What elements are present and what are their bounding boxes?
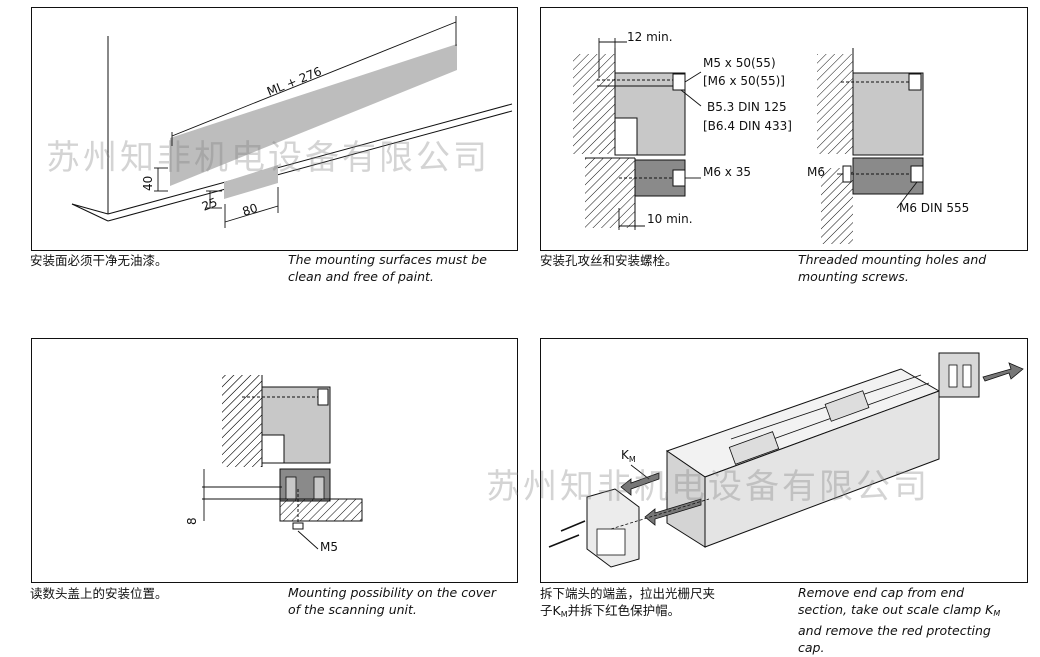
caption-p3-en: Mounting possibility on the cover of the… (288, 585, 496, 617)
washer-label-2: [B6.4 DIN 433] (703, 119, 792, 133)
screw-mid-label: M6 x 35 (703, 165, 751, 179)
watermark-top: 苏州知非机电设备有限公司 (46, 138, 490, 178)
dim-40-label: 40 (141, 176, 155, 191)
caption-p1-cn: 安装面必须干净无油漆。 (30, 253, 168, 268)
mounting-surface-diagram: ML + 276 40 25 80 (71, 16, 513, 228)
caption-p4-en: Remove end cap from end section, take ou… (798, 584, 1000, 656)
figure-remove-end-cap: KM (540, 338, 1028, 583)
km-label: KM (621, 448, 636, 464)
dim-12min-label: 12 min. (627, 30, 673, 44)
dim-80-label: 80 (241, 201, 260, 219)
caption-p4-en-line4: cap. (798, 640, 825, 655)
figure-cover-mounting: 8 M5 (31, 338, 518, 583)
nut-label: M6 DIN 555 (899, 201, 969, 215)
dim-10min-label: 10 min. (647, 212, 693, 226)
caption-p4-en-line1: Remove end cap from end (798, 585, 965, 600)
caption-p4-cn: 拆下端头的端盖，拉出光栅尺夹 子KM并拆下红色保护帽。 (540, 585, 715, 623)
caption-p4-cn-line1: 拆下端头的端盖，拉出光栅尺夹 (540, 586, 716, 601)
figure-threaded-holes: 12 min. 10 min. M5 x 50(55) [M6 x 50(55)… (540, 7, 1028, 251)
screw-top-label-1: M5 x 50(55) (703, 56, 776, 70)
m5-label: M5 (320, 540, 338, 554)
caption-p4-en-line3: and remove the red protecting (798, 623, 991, 638)
m6-label: M6 (807, 165, 825, 179)
caption-p2-cn: 安装孔攻丝和安装螺栓。 (540, 253, 678, 268)
caption-p2-en: Threaded mounting holes and mounting scr… (798, 252, 987, 284)
threaded-holes-diagram: 12 min. 10 min. M5 x 50(55) [M6 x 50(55)… (573, 30, 969, 244)
caption-p1-en: The mounting surfaces must be clean and … (288, 252, 487, 284)
dim-8-label: 8 (185, 517, 199, 525)
figure-mounting-surface: ML + 276 40 25 80 (31, 7, 518, 251)
screw-top-label-2: [M6 x 50(55)] (703, 74, 785, 88)
end-cap-diagram: KM (548, 352, 1024, 568)
cover-mounting-diagram: 8 M5 (185, 375, 363, 554)
watermark-bottom: 苏州知非机电设备有限公司 (486, 467, 930, 507)
washer-label-1: B5.3 DIN 125 (707, 100, 787, 114)
caption-p3-cn: 读数头盖上的安装位置。 (30, 586, 168, 601)
caption-p4-en-line2: section, take out scale clamp KM (798, 602, 1001, 618)
dim-25-label: 25 (200, 195, 219, 214)
caption-p4-cn-line2: 子KM并拆下红色保护帽。 (540, 603, 681, 619)
